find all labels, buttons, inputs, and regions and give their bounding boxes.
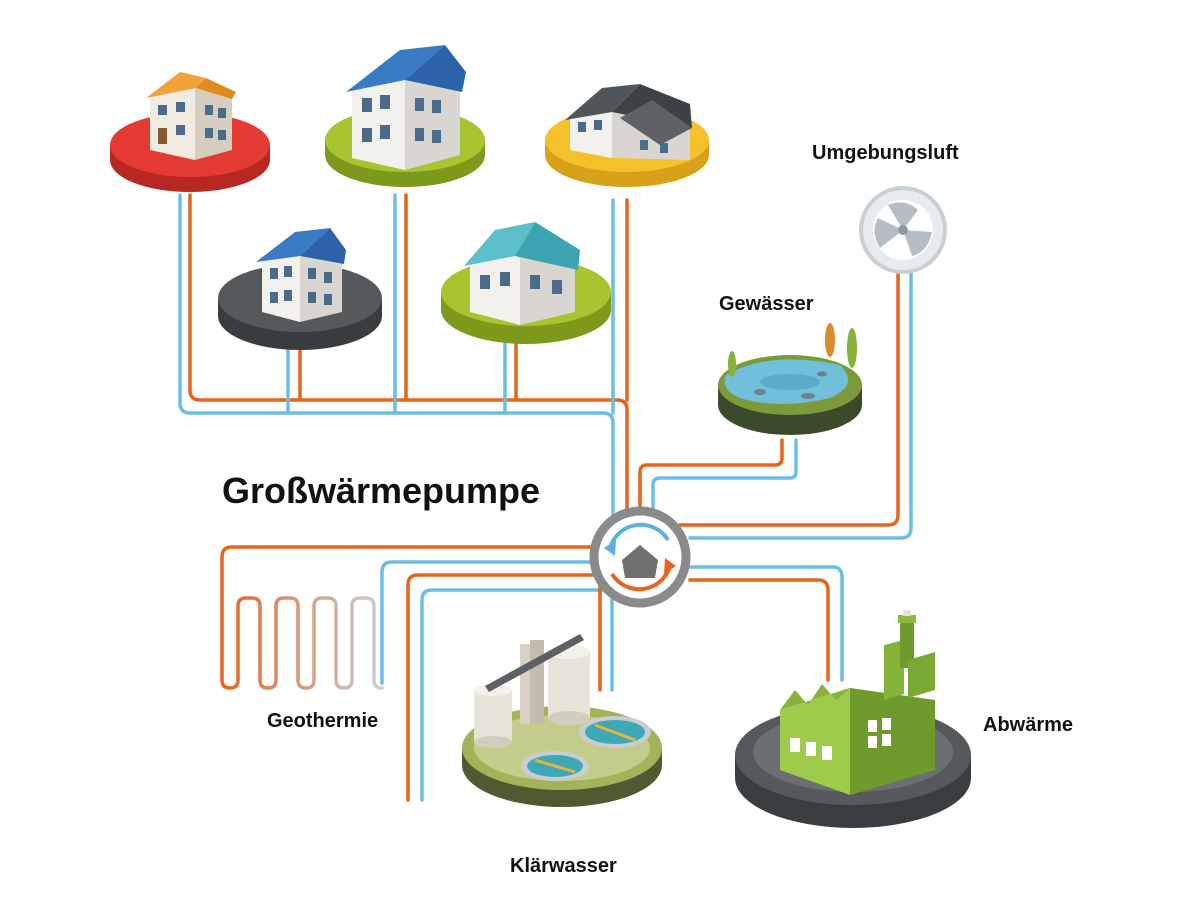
label-klaerwasser: Klärwasser [510, 855, 617, 877]
fan-icon [859, 186, 947, 274]
label-geothermie: Geothermie [267, 710, 379, 732]
water-cold-pipe [651, 438, 798, 514]
house-icon [146, 72, 236, 160]
house-lightgreen-platform [441, 222, 611, 344]
house-icon [565, 84, 692, 160]
wasteheat-hot-pipe [688, 578, 830, 682]
pond-icon [718, 323, 862, 435]
water-hot-pipe [638, 438, 784, 514]
air-cold-pipe [688, 270, 913, 540]
geo-hot-header [220, 545, 592, 682]
geo-loop [220, 596, 384, 690]
sewage-plant-icon [462, 634, 662, 807]
label-umgebungsluft: Umgebungsluft [812, 142, 959, 164]
label-abwaerme: Abwärme [983, 714, 1074, 736]
house-green-platform [325, 45, 485, 187]
geo-cold-header [380, 560, 596, 685]
factory-icon [735, 610, 971, 828]
house-icon [464, 222, 580, 325]
house-icon [346, 45, 466, 170]
house-yellow-platform [545, 84, 709, 187]
heat-pump-icon [589, 506, 691, 608]
house-red-platform [110, 72, 270, 192]
sewage-cold-pipe [420, 588, 606, 802]
label-gewaesser: Gewässer [719, 293, 814, 315]
house-dark-platform [218, 228, 382, 350]
air-hot-pipe [678, 270, 900, 527]
cold-distribution-pipes [178, 193, 615, 522]
sewage-hot-pipe [406, 573, 602, 802]
wasteheat-cold-pipe [686, 565, 844, 682]
house-icon [256, 228, 346, 322]
diagram-title: Großwärmepumpe [222, 470, 541, 511]
pipe-network [178, 193, 913, 802]
